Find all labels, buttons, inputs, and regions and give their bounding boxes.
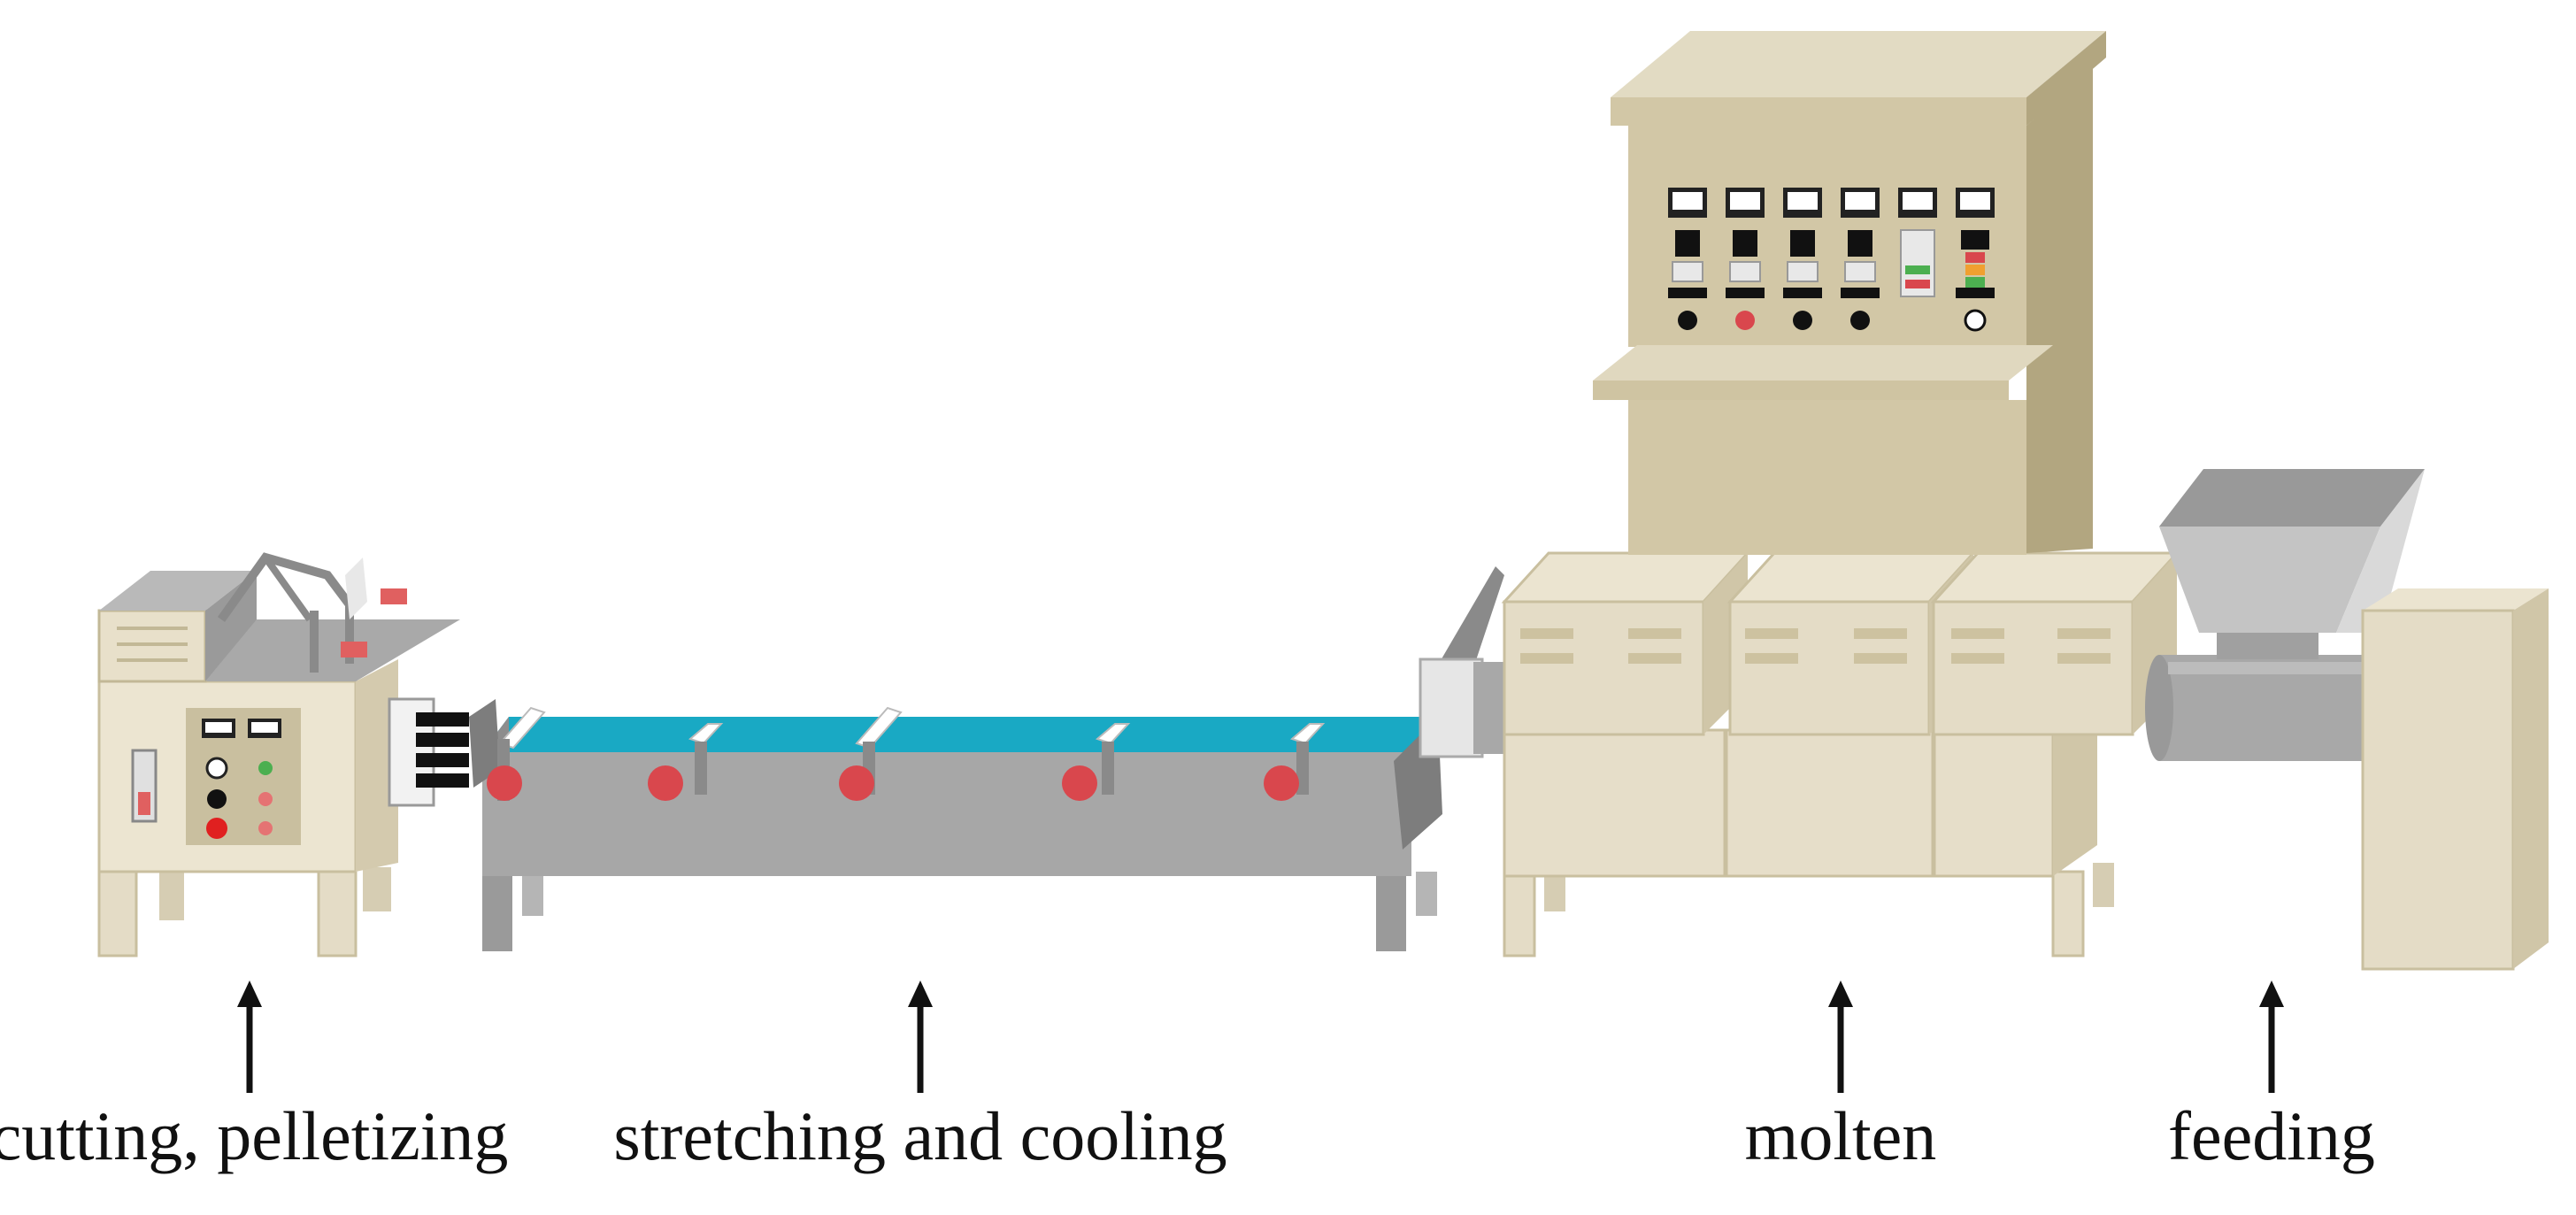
- red-roller: [1062, 765, 1097, 801]
- pelletizer-body-side: [356, 659, 398, 872]
- label-stretching-and-cooling: stretching and cooling: [613, 1097, 1226, 1174]
- pelletizer-leg: [159, 867, 184, 920]
- trough-body: [482, 752, 1411, 876]
- indicator-light-white: [205, 757, 228, 780]
- pelletizer-leg: [97, 865, 138, 957]
- trough-leg: [1416, 872, 1437, 916]
- label-feeding: feeding: [2168, 1097, 2375, 1174]
- red-roller: [648, 765, 683, 801]
- control-knob: [1964, 309, 1987, 332]
- pelletizer-leg: [317, 865, 358, 957]
- arrow-stretching: [908, 980, 933, 1093]
- red-roller: [487, 765, 522, 801]
- temperature-controller: [1668, 188, 1707, 330]
- temperature-controller: [1783, 188, 1822, 330]
- arrow-feeding: [2259, 980, 2284, 1093]
- drive-motor-box-front: [2361, 609, 2515, 971]
- red-roller: [1264, 765, 1299, 801]
- control-knob: [1678, 311, 1697, 330]
- red-roller: [839, 765, 874, 801]
- control-knob: [1793, 311, 1812, 330]
- control-knob: [1735, 311, 1755, 330]
- stage-arrows: [237, 980, 2284, 1093]
- cutter-frame: [217, 552, 358, 622]
- heater-zone-1: [1501, 551, 1751, 736]
- temperature-controller: [1726, 188, 1765, 330]
- pelletizer-leg: [363, 867, 391, 911]
- label-molten: molten: [1745, 1097, 1937, 1174]
- meter-panel: [1956, 188, 1995, 332]
- indicator-light-red: [258, 821, 273, 835]
- cabinet-lower-panel: [1628, 400, 2026, 555]
- pelletizer-machine: [97, 552, 469, 957]
- control-cabinet: [1593, 31, 2106, 555]
- cutter-handle-red: [381, 588, 407, 604]
- cabinet-shelf: [1593, 345, 2053, 381]
- heating-barrel: [1501, 551, 2180, 957]
- label-cutting-pelletizing: cutting, pelletizing: [0, 1097, 508, 1174]
- barrel-base: [1503, 728, 2055, 878]
- cutter-handle-red: [341, 642, 367, 657]
- stage-labels: cutting, pelletizing stretching and cool…: [0, 1097, 2375, 1174]
- trough-leg: [1376, 876, 1406, 951]
- arrow-molten: [1828, 980, 1853, 1093]
- cooling-water-trough: [469, 699, 1442, 951]
- speed-controller: [1898, 188, 1937, 297]
- trough-end-plate: [469, 699, 500, 788]
- trough-leg: [522, 872, 543, 916]
- arrow-cutting: [237, 980, 262, 1093]
- indicator-light-green: [258, 761, 273, 775]
- die-cylinder: [1419, 657, 1484, 758]
- barrel-leg: [2051, 870, 2085, 957]
- temperature-controller: [1841, 188, 1880, 330]
- pelletizer-housing-top: [99, 571, 257, 611]
- control-knob: [1850, 311, 1870, 330]
- button-red: [206, 818, 227, 839]
- barrel-leg: [2093, 863, 2114, 907]
- feed-section: [2145, 469, 2549, 971]
- indicator-light-red: [258, 792, 273, 806]
- drive-motor-box: [2363, 588, 2549, 611]
- trough-leg: [482, 876, 512, 951]
- cooling-water: [482, 717, 1438, 752]
- barrel-leg: [1503, 870, 1536, 957]
- cabinet-lid: [1611, 31, 2106, 97]
- heater-zone-3: [1930, 551, 2180, 736]
- button-black: [207, 789, 227, 809]
- feed-hopper: [2159, 527, 2380, 633]
